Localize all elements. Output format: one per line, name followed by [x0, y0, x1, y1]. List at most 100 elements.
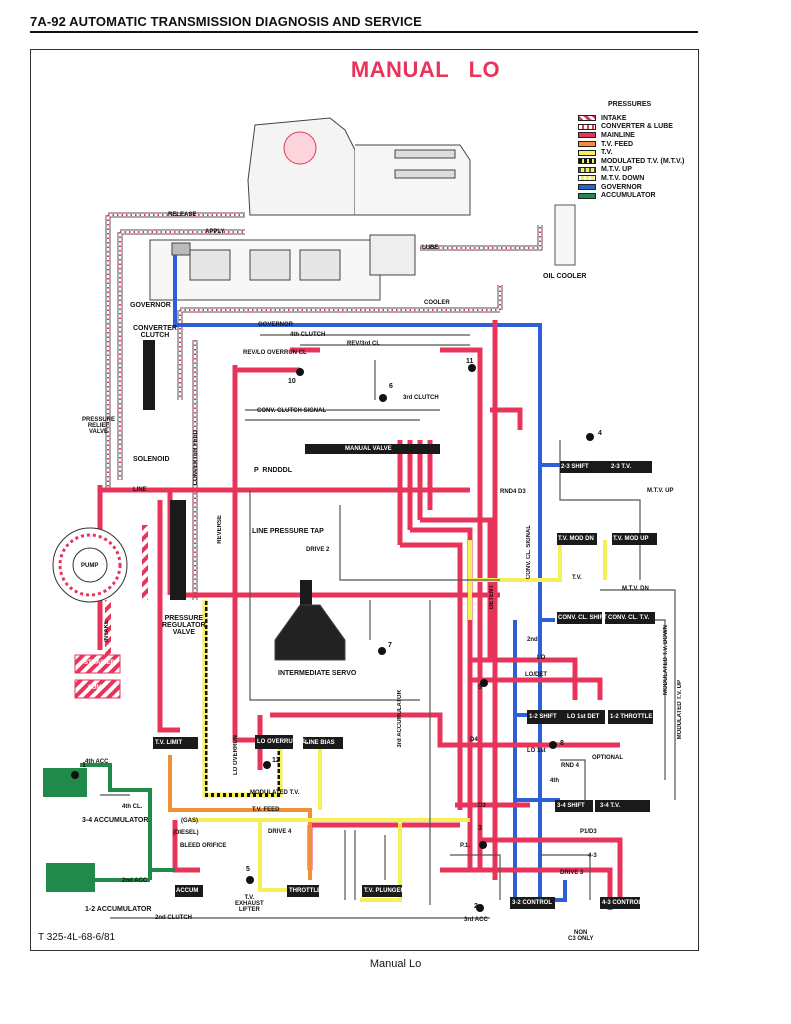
- passage-2nd-acc: 2nd ACC: [122, 878, 148, 884]
- legend-label: M.T.V. DOWN: [601, 174, 645, 182]
- tv-lines: [168, 540, 607, 902]
- valve-line-bias: LINE BIAS: [305, 740, 335, 746]
- checkball-number: 9: [478, 684, 482, 691]
- passage-rev-3rd-cl: REV/3rd CL: [347, 341, 381, 347]
- checkballs: [71, 364, 594, 912]
- passage-tv-feed: T.V. FEED: [252, 807, 280, 813]
- passage-3rd-acc: 3rd ACC: [464, 917, 488, 923]
- passage-d3: D3: [478, 803, 486, 809]
- passage-tv: T.V.: [572, 575, 582, 581]
- diagram-frame: [30, 49, 699, 951]
- mainline-lines: [97, 320, 623, 910]
- passage-lo-det: LO/DET: [525, 672, 547, 678]
- page-caption: Manual Lo: [369, 958, 422, 970]
- legend-item: INTAKE: [578, 114, 684, 123]
- pump-label: PUMP: [81, 563, 99, 569]
- passage-release: RELEASE: [168, 212, 197, 218]
- valve-accum: ACCUM: [176, 888, 199, 894]
- valve-34-tv: 3-4 T.V.: [600, 803, 621, 809]
- optional-label: OPTIONAL: [592, 755, 623, 761]
- pump: [52, 527, 128, 603]
- passage-governor: GOVERNOR: [258, 322, 294, 328]
- passage-apply: APPLY: [205, 229, 225, 235]
- transmission-section: [149, 117, 471, 301]
- passage-4th-acc: 4th ACC: [85, 759, 109, 765]
- non-c3-only-label: NON C3 ONLY: [568, 930, 594, 942]
- passage-lo: LO: [537, 655, 546, 661]
- legend-item: GOVERNOR: [578, 183, 684, 192]
- legend-swatch: [578, 175, 596, 182]
- checkball-number: 3: [478, 825, 482, 832]
- oil-cooler: [554, 204, 576, 266]
- legend-item: ACCUMULATOR: [578, 191, 684, 200]
- page-header: 7A-92 AUTOMATIC TRANSMISSION DIAGNOSIS A…: [30, 14, 698, 33]
- gas-label: (GAS): [181, 818, 198, 824]
- passage-lo-overrun: LO OVERRUN: [233, 735, 239, 776]
- legend-label: M.T.V. UP: [601, 166, 632, 174]
- passage-2nd: 2nd: [527, 637, 538, 643]
- accumulator-lines: [43, 763, 175, 892]
- legend-item: MAINLINE: [578, 131, 684, 140]
- passage-drive-4: DRIVE 4: [268, 829, 292, 835]
- checkball-number: 8: [560, 740, 564, 747]
- valve-34-shift: 3-4 SHIFT: [557, 803, 585, 809]
- legend-label: GOVERNOR: [601, 183, 642, 191]
- checkball-number: 6: [389, 383, 393, 390]
- valve-throttle: THROTTLE: [289, 888, 321, 894]
- accumulator-34-label: 3-4 ACCUMULATOR: [82, 817, 149, 824]
- checkball-number: 7: [388, 642, 392, 649]
- legend-label: INTAKE: [601, 114, 627, 122]
- passage-modulated-tv-down: MODULATED T.V. DOWN: [663, 625, 669, 695]
- passage-conv-cl-signal: CONV. CL. SIGNAL: [526, 525, 532, 580]
- legend-item: MODULATED T.V. (M.T.V.): [578, 157, 684, 166]
- strainer-label: STRAINER: [84, 660, 115, 666]
- passage-4th: 4th: [550, 778, 559, 784]
- legend-swatch: [578, 192, 596, 199]
- passage-3rd-clutch: 3rd CLUTCH: [403, 395, 439, 401]
- bleed-orifice-label: BLEED ORIFICE: [180, 843, 227, 849]
- solenoid-label: SOLENOID: [133, 456, 170, 463]
- passage-mtv-dn: M.T.V. DN: [622, 586, 649, 592]
- valve-lo-overrun-cl: LO OVERRUN CL.: [257, 739, 309, 745]
- oil-cooler-label: OIL COOLER: [543, 273, 587, 280]
- passage-mtv-up: M.T.V. UP: [647, 488, 674, 494]
- passage-rnd4: RND 4: [561, 763, 580, 769]
- line-pressure-tap-label: LINE PRESSURE TAP: [252, 528, 324, 535]
- passage-4th-cl: 4th CL.: [122, 804, 143, 810]
- passage-line: LINE: [133, 487, 147, 493]
- legend-label: MAINLINE: [601, 131, 635, 139]
- passage-d4: D4: [470, 737, 478, 743]
- intermediate-servo-label: INTERMEDIATE SERVO: [278, 670, 357, 677]
- legend-label: T.V. FEED: [601, 140, 634, 148]
- passage-lo-1st: LO 1st: [527, 748, 546, 754]
- valve-23-tv: 2-3 T.V.: [611, 464, 632, 470]
- passage-4th-clutch: 4th CLUTCH: [290, 332, 326, 338]
- valve-tv-mod-up: T.V. MOD UP: [613, 536, 649, 542]
- diesel-label: (DIESEL): [173, 830, 199, 836]
- legend-item: CONVERTER & LUBE: [578, 123, 684, 132]
- passage-rnd4-d3: RND4 D3: [500, 489, 526, 495]
- valve-tv-limit: T.V. LIMIT: [155, 740, 183, 746]
- shift-positions-label: P RNDDDL: [254, 467, 292, 474]
- legend-swatch: [578, 166, 596, 173]
- manual-valve: [305, 444, 440, 454]
- passage-4-3: 4-3: [588, 853, 597, 859]
- intermediate-servo: [274, 604, 346, 661]
- tv-exhaust-lifter-label: T.V. EXHAUST LIFTER: [235, 895, 264, 913]
- passage-rev-lo-overrun-cl: REV/LO OVERRUN CL: [243, 350, 307, 356]
- checkball-number: 11: [466, 358, 474, 365]
- intake-lines: [74, 525, 148, 699]
- legend-swatch: [578, 149, 596, 156]
- pressure-regulator-valve-label: PRESSURE REGULATOR VALVE: [162, 615, 206, 636]
- checkball-number: 12: [272, 757, 280, 764]
- legend-swatch: [578, 115, 596, 122]
- valve-bodies: [143, 340, 657, 909]
- legend-label: ACCUMULATOR: [601, 192, 656, 200]
- passage-reverse: REVERSE: [217, 515, 223, 544]
- accumulator-12-label: 1-2 ACCUMULATOR: [85, 906, 152, 913]
- passage-intake: INTAKE: [104, 620, 110, 642]
- valve-tv-plunger: T.V. PLUNGER: [364, 888, 405, 894]
- legend-item: T.V. FEED: [578, 140, 684, 149]
